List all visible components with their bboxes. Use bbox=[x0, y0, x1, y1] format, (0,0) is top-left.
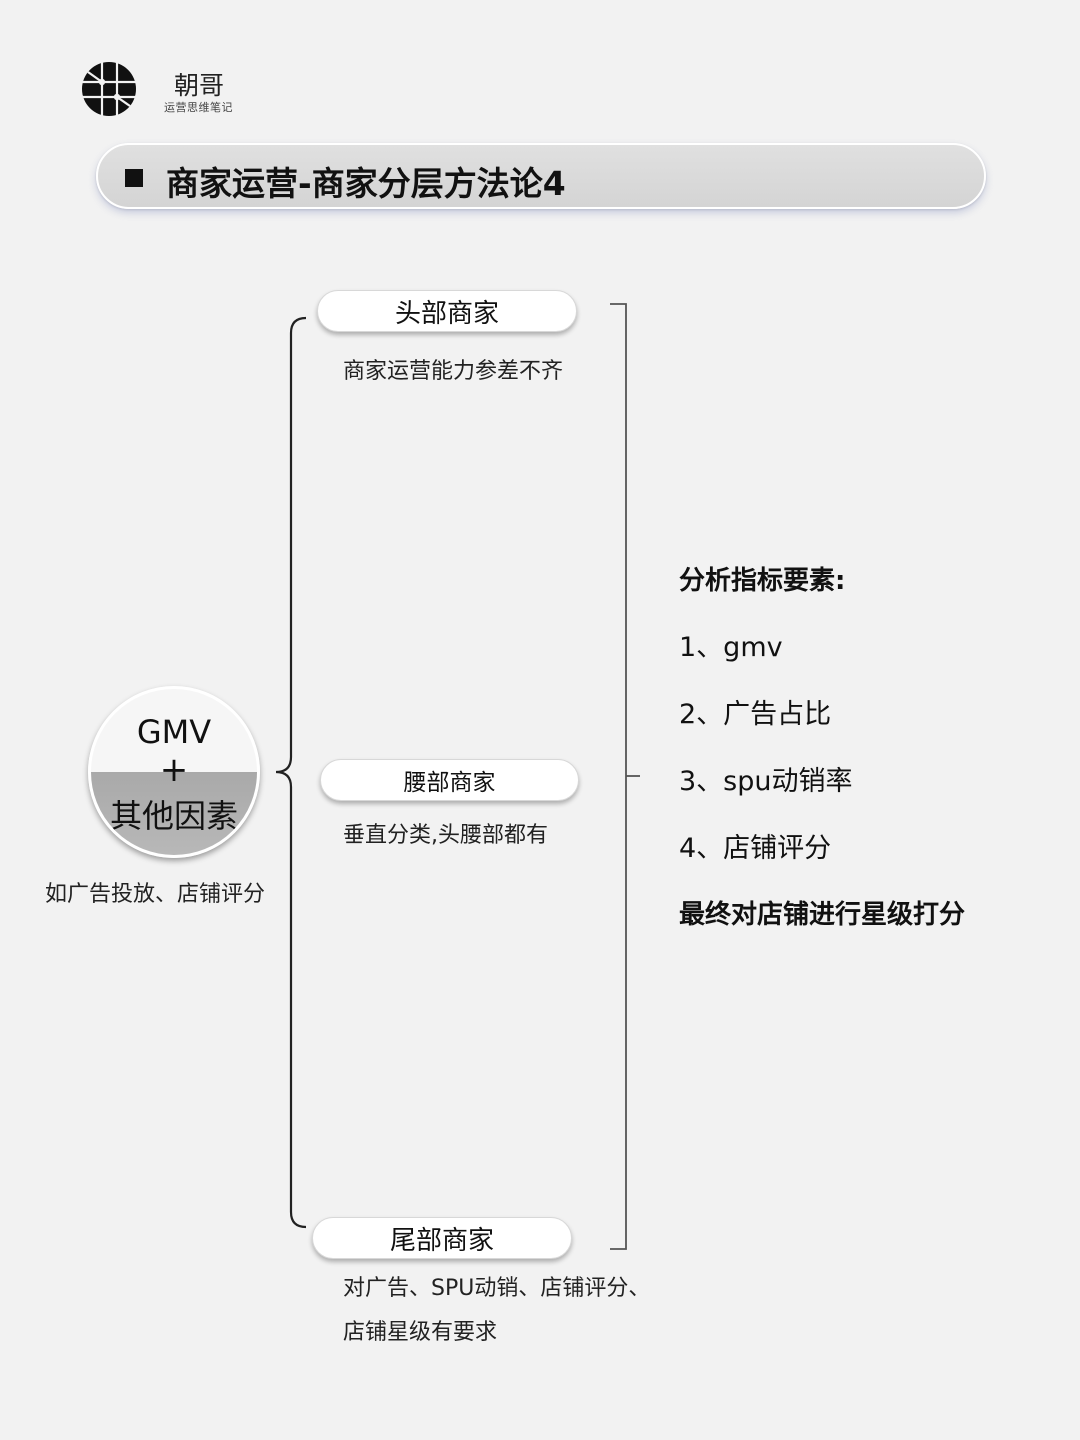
analysis-conclusion: 最终对店铺进行星级打分 bbox=[679, 900, 966, 930]
grid-globe-icon bbox=[82, 62, 136, 116]
analysis-item-4: 4、店铺评分 bbox=[679, 833, 832, 864]
square-bullet-icon bbox=[125, 169, 143, 187]
root-line-other: 其他因素 bbox=[109, 797, 238, 835]
analysis-item-3: 3、spu动销率 bbox=[679, 766, 853, 797]
tier-note-tail-line1: 对广告、SPU动销、店铺评分、 bbox=[343, 1276, 651, 1301]
analysis-heading: 分析指标要素: bbox=[679, 566, 846, 596]
brand-name: 朝哥 bbox=[174, 71, 225, 100]
root-line-plus: + bbox=[159, 750, 189, 790]
left-brace bbox=[275, 316, 307, 1229]
analysis-item-1: 1、gmv bbox=[679, 632, 783, 663]
page-title: 商家运营-商家分层方法论4 bbox=[166, 164, 566, 203]
tier-note-waist: 垂直分类,头腰部都有 bbox=[343, 823, 548, 848]
root-circle: GMV + 其他因素 bbox=[88, 686, 260, 858]
tier-note-tail-line2: 店铺星级有要求 bbox=[343, 1320, 498, 1345]
tier-pill-waist: 腰部商家 bbox=[320, 759, 579, 801]
right-bracket bbox=[610, 303, 627, 1250]
analysis-item-2: 2、广告占比 bbox=[679, 699, 832, 730]
title-banner: 商家运营-商家分层方法论4 bbox=[96, 143, 986, 209]
root-line-gmv: GMV bbox=[136, 713, 212, 751]
brand-subtitle: 运营思维笔记 bbox=[164, 101, 233, 114]
tier-note-head: 商家运营能力参差不齐 bbox=[343, 359, 564, 384]
tier-pill-tail: 尾部商家 bbox=[312, 1217, 572, 1259]
root-caption: 如广告投放、店铺评分 bbox=[45, 882, 266, 907]
tier-pill-head: 头部商家 bbox=[317, 290, 577, 332]
